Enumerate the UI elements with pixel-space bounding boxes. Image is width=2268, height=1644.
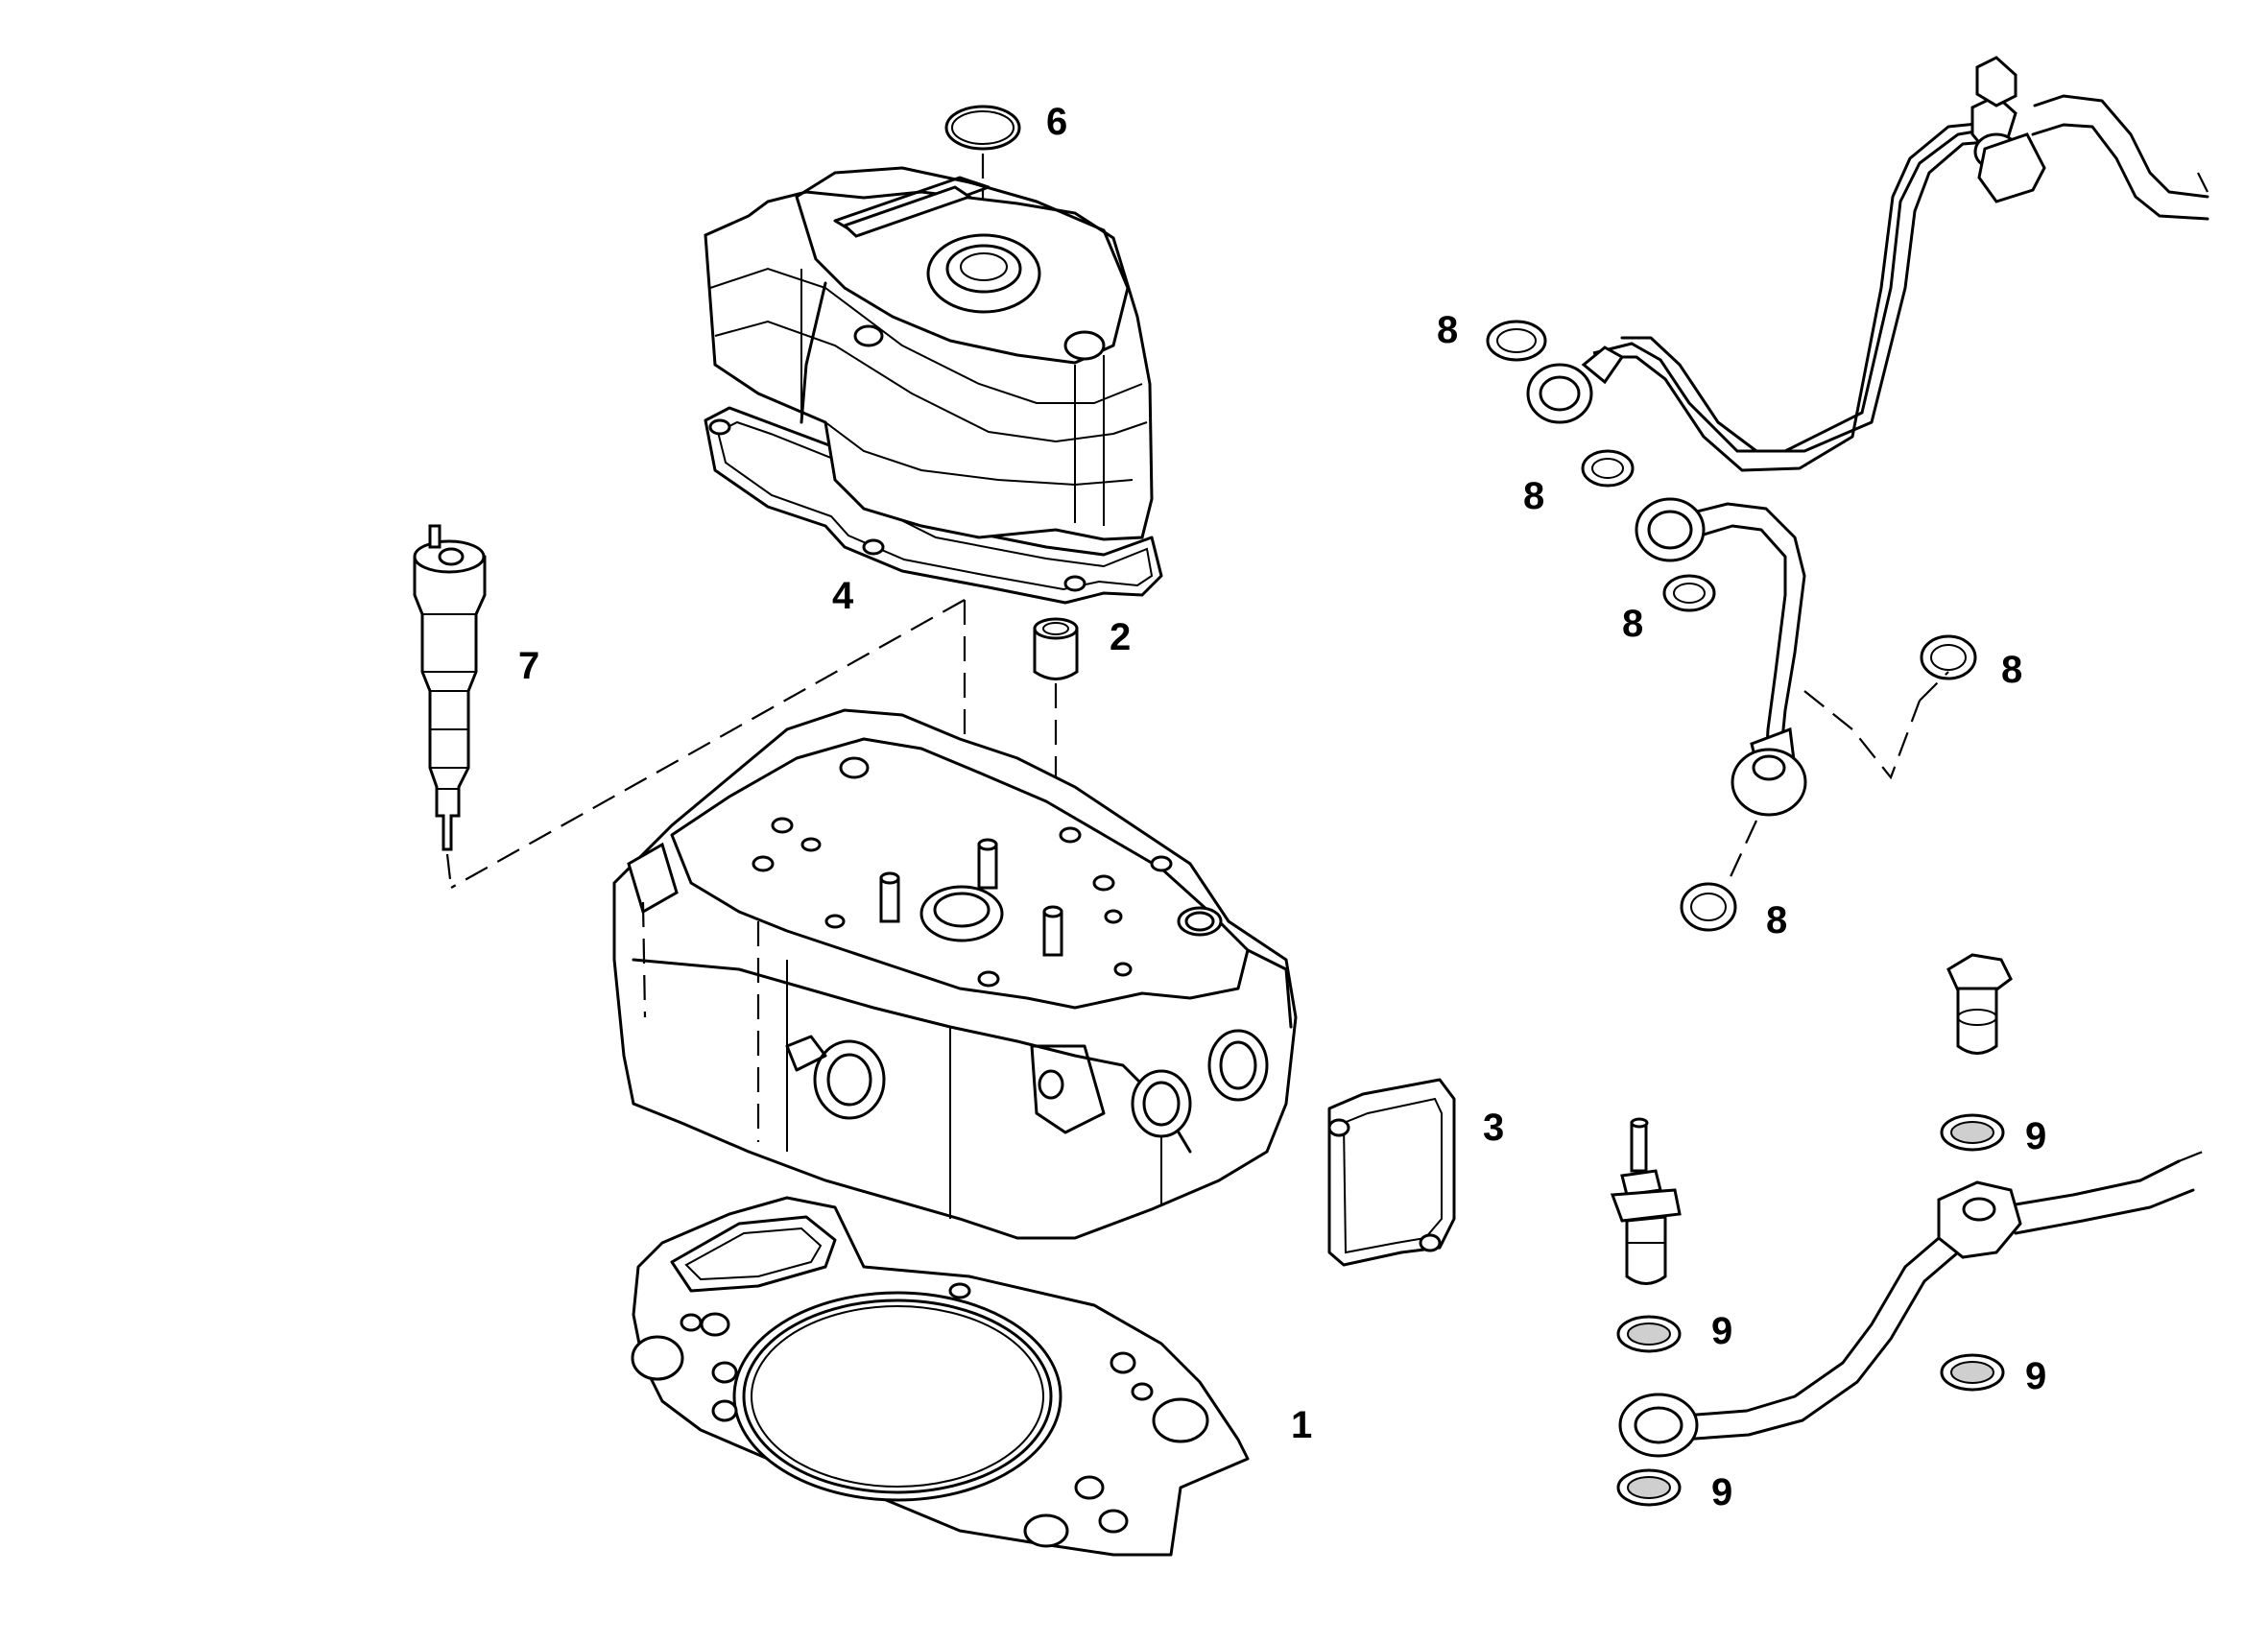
callout-9-d: 9 [1711,1471,1732,1513]
fuel-line-lower [1618,1148,2208,1458]
washer-9-b [1616,1315,1682,1353]
washer-8-d [1920,634,1977,680]
washer-9-a [1940,1113,2005,1152]
washer-9-c [1940,1353,2005,1392]
washer-8-c [1662,574,1716,612]
stud [879,871,900,923]
part-3-manifold-gasket [1327,1078,1456,1267]
callout-4: 4 [832,575,854,617]
callout-9-b: 9 [1711,1310,1732,1352]
callout-8-e: 8 [1766,899,1787,941]
washer-8-e [1680,882,1737,932]
stud [1042,905,1063,957]
callout-8-d: 8 [2001,649,2022,691]
banjo-bolt [1946,953,2013,1055]
fuel-lines-upper [1526,56,2209,884]
washer-9-d [1616,1468,1682,1507]
callout-1: 1 [1291,1404,1312,1446]
callout-3: 3 [1483,1107,1504,1149]
callout-2: 2 [1110,616,1131,658]
callout-7: 7 [518,645,539,687]
callout-8-b: 8 [1523,475,1544,517]
part-7-injector [413,524,487,889]
callout-8-c: 8 [1622,603,1643,645]
callout-8-a: 8 [1437,309,1458,351]
stud [977,838,998,890]
callout-9-a: 9 [2025,1115,2046,1157]
connector-fitting [1610,1117,1682,1285]
washer-8-b [1581,449,1635,488]
part-4-valve-cover [450,166,1163,889]
part-2-sleeve [1033,617,1079,945]
callout-6: 6 [1046,101,1067,143]
part-1-head-gasket [631,1196,1250,1557]
callout-9-c: 9 [2025,1355,2046,1397]
washer-8-a [1486,320,1547,362]
cylinder-head [612,708,1298,1240]
